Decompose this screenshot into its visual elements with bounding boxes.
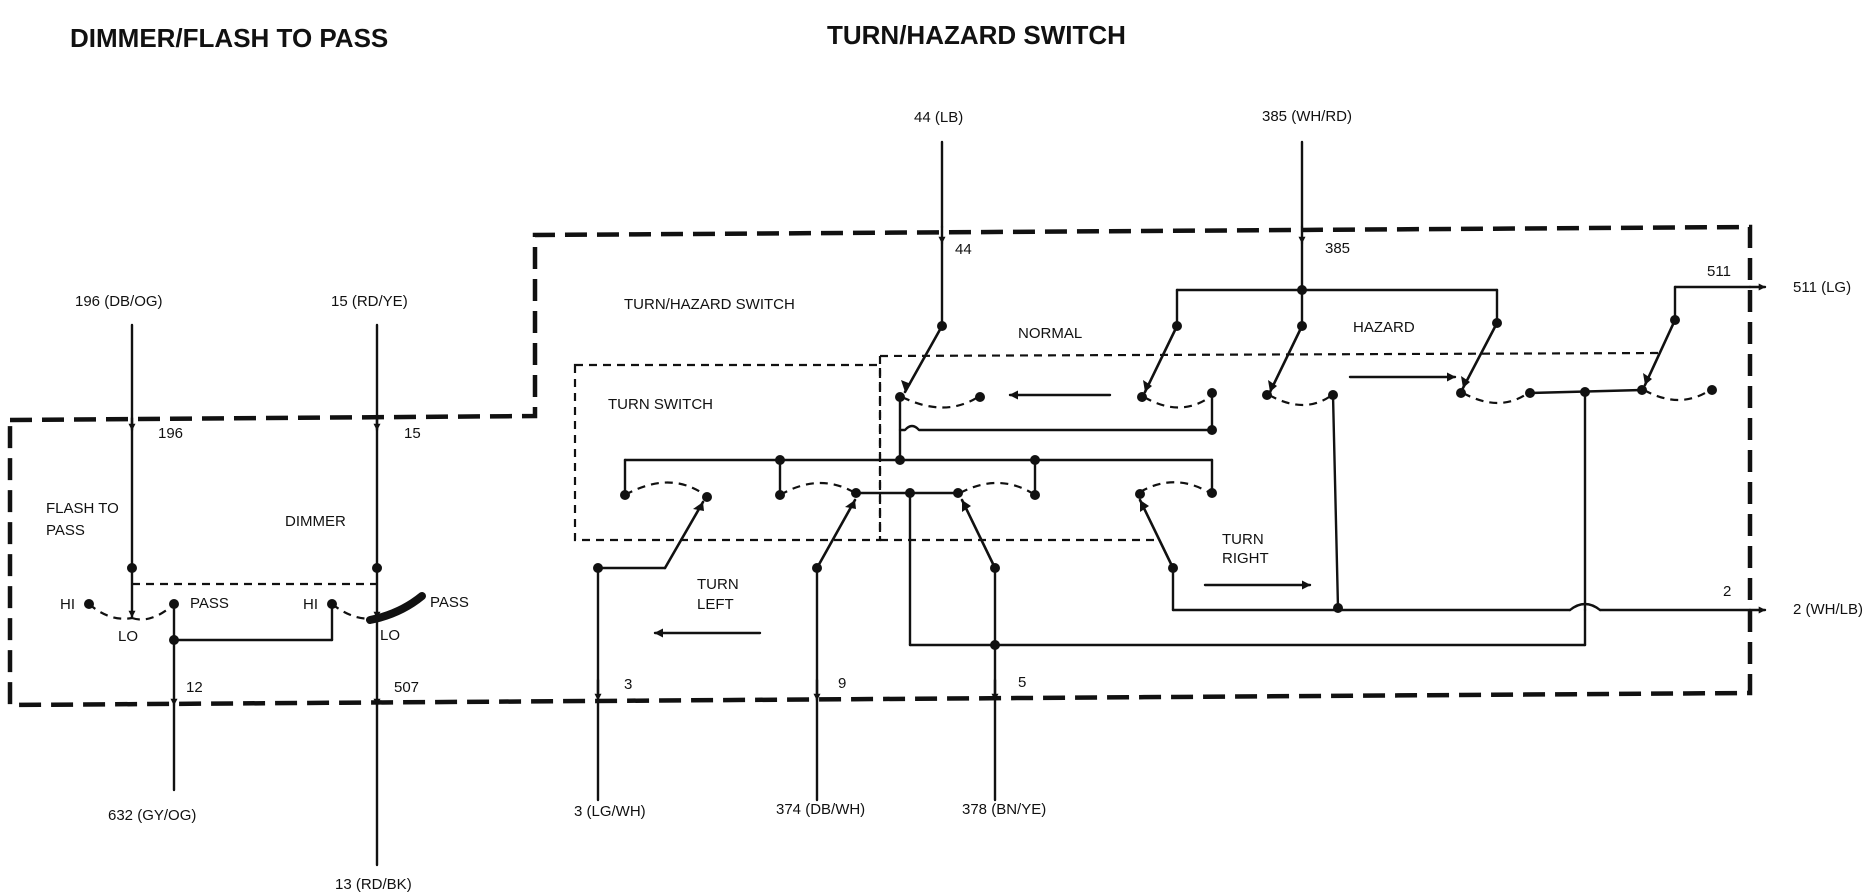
label-lo-left: LO	[118, 628, 138, 645]
wire-label-632: 632 (GY/OG)	[108, 807, 196, 824]
wire-label-511: 511 (LG)	[1793, 279, 1851, 296]
dimmer-section	[84, 323, 426, 867]
label-dimmer: DIMMER	[285, 513, 346, 530]
wire-label-3: 3 (LG/WH)	[574, 803, 646, 820]
label-hazard: HAZARD	[1353, 319, 1415, 336]
pin-15: 15	[404, 425, 421, 442]
pin-507: 507	[394, 679, 419, 696]
pin-9: 9	[838, 675, 846, 692]
pin-385: 385	[1325, 240, 1350, 257]
pin-44: 44	[955, 241, 972, 258]
label-normal: NORMAL	[1018, 325, 1082, 342]
wire-label-15: 15 (RD/YE)	[331, 293, 408, 310]
label-pass-right: PASS	[430, 594, 469, 611]
label-pass-left: PASS	[190, 595, 229, 612]
label-turn-right-1: TURN	[1222, 531, 1264, 548]
hazard-divider	[879, 351, 1661, 358]
pin-2: 2	[1723, 583, 1731, 600]
pin-5: 5	[1018, 674, 1026, 691]
pin-511: 511	[1707, 263, 1731, 280]
label-flash-to: FLASH TO	[46, 500, 119, 517]
label-turn-hazard-switch: TURN/HAZARD SWITCH	[624, 296, 795, 313]
pin-12: 12	[186, 679, 203, 696]
wire-label-2: 2 (WH/LB)	[1793, 601, 1863, 618]
wire-label-374: 374 (DB/WH)	[776, 801, 865, 818]
title-dimmer: DIMMER/FLASH TO PASS	[70, 23, 388, 53]
label-turn-left-1: TURN	[697, 576, 739, 593]
label-turn-left-2: LEFT	[697, 596, 734, 613]
label-pass-word: PASS	[46, 522, 85, 539]
pin-196: 196	[158, 425, 183, 442]
wire-label-44: 44 (LB)	[914, 109, 963, 126]
outer-enclosure	[7, 224, 1753, 708]
label-hi-left: HI	[60, 596, 75, 613]
title-turn-hazard: TURN/HAZARD SWITCH	[827, 20, 1126, 50]
pin-3: 3	[624, 676, 632, 693]
turn-switch-box	[573, 363, 882, 542]
turn-hazard-wiring	[593, 140, 1767, 802]
wire-label-378: 378 (BN/YE)	[962, 801, 1046, 818]
label-lo-right: LO	[380, 627, 400, 644]
wire-label-13: 13 (RD/BK)	[335, 876, 412, 893]
wire-label-385: 385 (WH/RD)	[1262, 108, 1352, 125]
label-turn-switch: TURN SWITCH	[608, 396, 713, 413]
label-turn-right-2: RIGHT	[1222, 550, 1269, 567]
label-hi-right: HI	[303, 596, 318, 613]
wire-label-196: 196 (DB/OG)	[75, 293, 163, 310]
